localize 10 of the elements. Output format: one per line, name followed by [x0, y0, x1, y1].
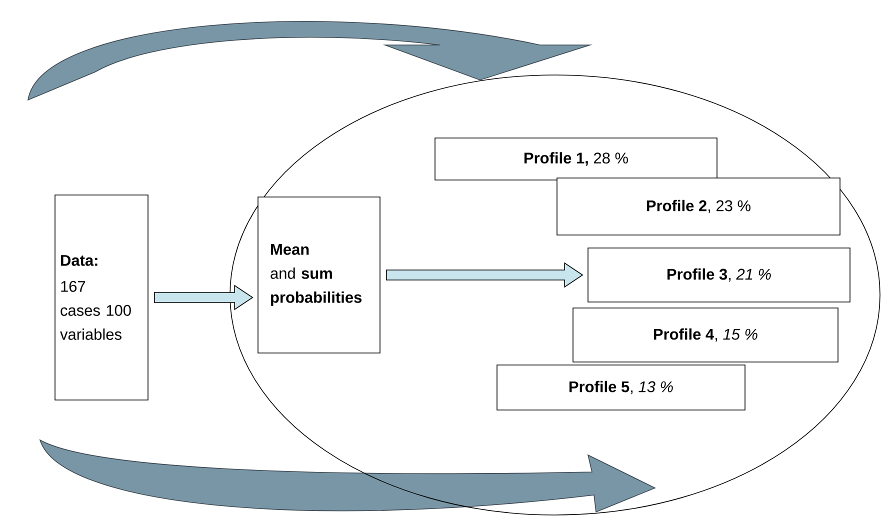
text-box: Profile 5, 13 % — [496, 364, 746, 410]
text-box: Profile 1, 28 % — [434, 138, 718, 180]
ellipse — [230, 74, 880, 516]
block-arrow — [386, 262, 584, 288]
block-arrow — [154, 284, 254, 310]
text-box: Profile 4, 15 % — [572, 308, 838, 362]
text-box: Profile 2, 23 % — [556, 178, 840, 236]
text-box: Profile 3, 21 % — [588, 248, 850, 302]
text-box: Mean and sum probabilities — [258, 196, 380, 354]
text-box: Data: 167 cases 100 variables — [54, 194, 148, 400]
